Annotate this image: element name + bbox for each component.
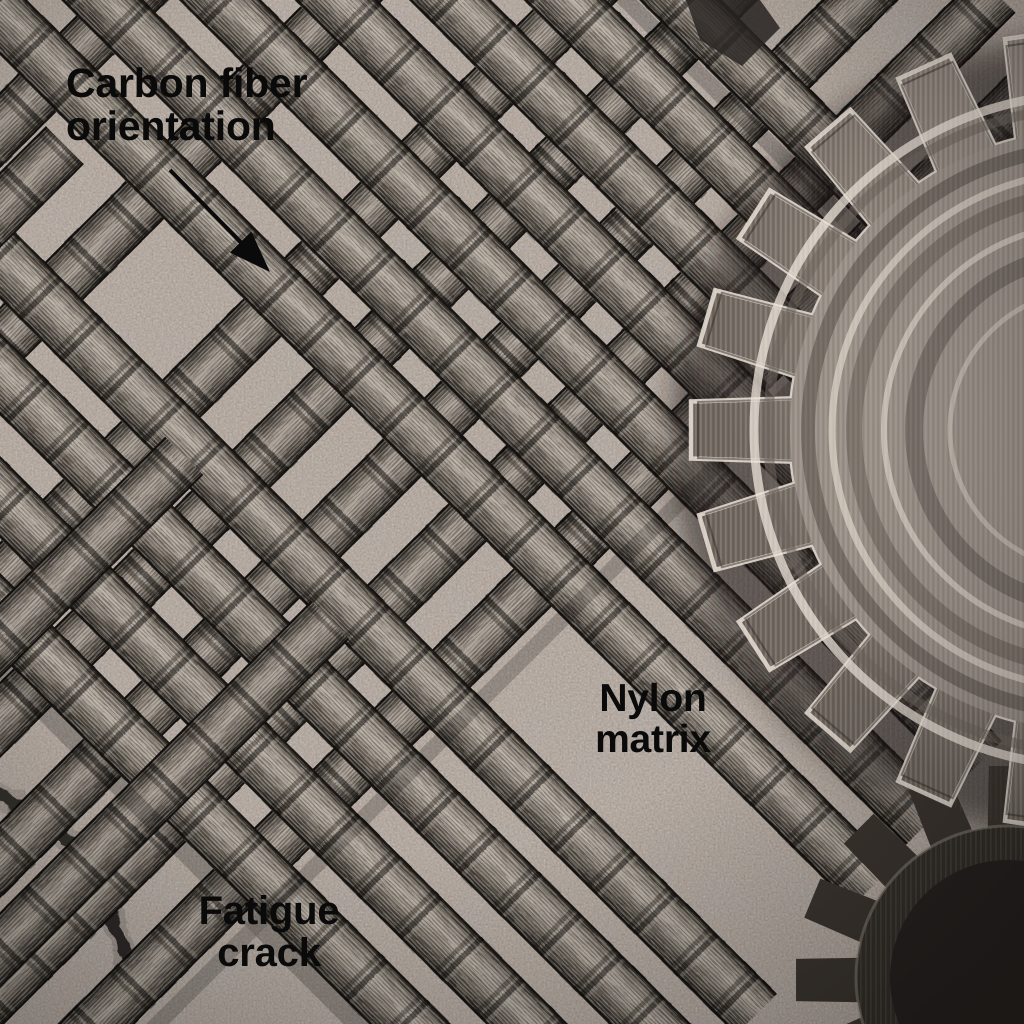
label-nylon-matrix: Nylon matrix [595, 677, 711, 762]
label-fatigue-crack: Fatigue crack [198, 889, 340, 976]
label-carbon-fiber-orientation: Carbon fiber orientation [66, 60, 308, 150]
carbon-fiber-orientation-arrow-icon [168, 168, 270, 272]
